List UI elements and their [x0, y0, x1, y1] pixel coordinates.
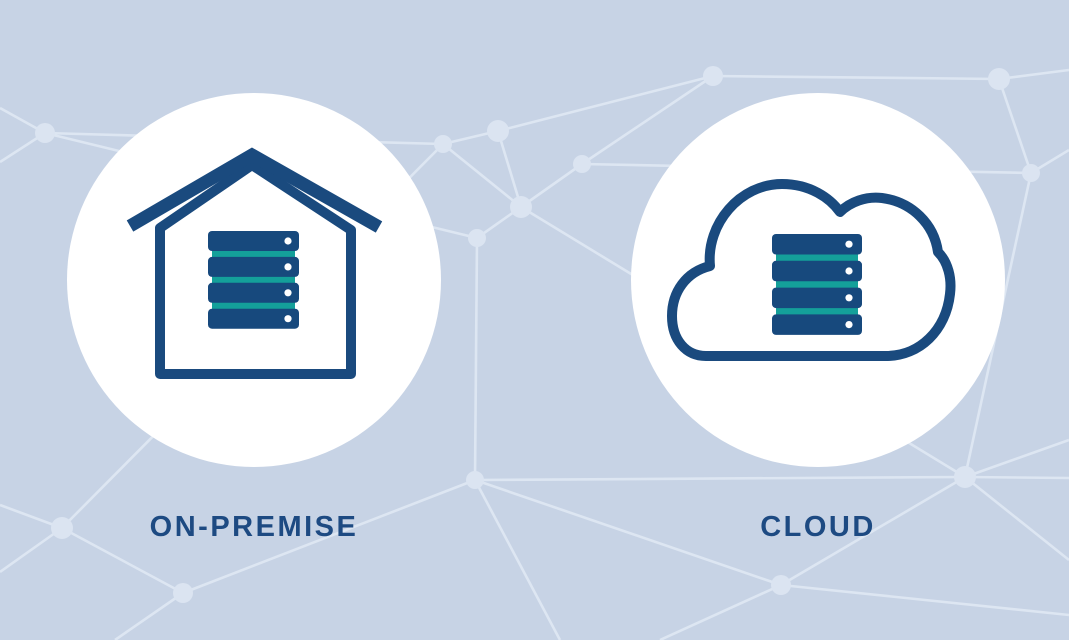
cloud-server-icon	[667, 179, 956, 361]
cloud-label: CLOUD	[760, 511, 876, 543]
server-stack-icon	[772, 234, 862, 335]
network-nodes	[35, 66, 1040, 603]
on-premise-label: ON-PREMISE	[149, 511, 359, 543]
panel-on-premise: ON-PREMISE	[67, 93, 441, 544]
cloud-circle	[631, 93, 1005, 467]
on-premise-circle	[67, 93, 441, 467]
house-server-icon	[126, 147, 383, 379]
panel-cloud: CLOUD	[631, 93, 1005, 544]
server-stack-icon	[208, 231, 299, 329]
house-roof	[126, 147, 383, 233]
